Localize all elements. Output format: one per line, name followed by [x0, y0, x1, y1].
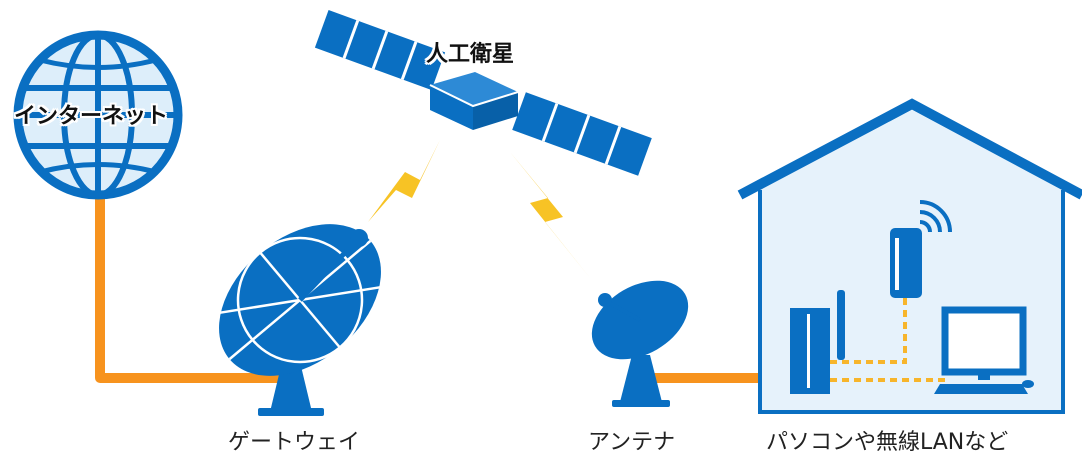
desktop-computer-icon: [934, 306, 1034, 394]
satellite-icon: [314, 10, 652, 176]
satellite-label: 人工衛星: [426, 42, 515, 67]
router-icon: [790, 290, 845, 394]
antenna-dish-icon: [591, 280, 689, 407]
gateway-cable: [95, 190, 285, 383]
wifi-repeater-icon: [890, 200, 952, 298]
wireless-dotted-links: [830, 296, 945, 382]
antenna-label: アンテナ: [588, 430, 676, 455]
gateway-label: ゲートウェイ: [228, 430, 361, 455]
home-devices-label: パソコンや無線LANなど: [766, 430, 1009, 455]
lightning-bolt-icon: [368, 140, 440, 222]
internet-label: インターネット: [14, 104, 169, 129]
lightning-bolt-icon: [510, 152, 590, 278]
satellite-dish-icon: [219, 224, 381, 416]
globe-icon: [13, 30, 183, 200]
